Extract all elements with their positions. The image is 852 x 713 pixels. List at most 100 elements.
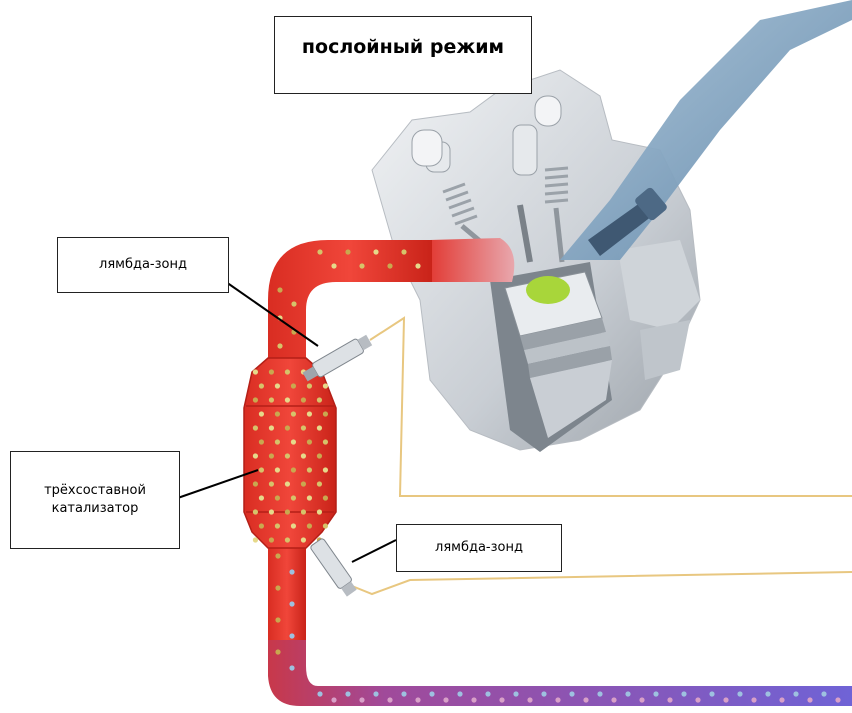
lambda-sensor-lower-label: лямбда-зонд — [396, 524, 562, 572]
particle — [317, 453, 322, 458]
particle — [275, 523, 280, 528]
lambda-sensor-upper-label: лямбда-зонд — [57, 237, 229, 293]
particle — [415, 263, 420, 268]
particle — [373, 691, 378, 696]
particle — [253, 397, 258, 402]
particle — [307, 523, 312, 528]
particle — [289, 633, 294, 638]
catalytic-converter-label: трёхсоставной катализатор — [10, 451, 180, 549]
particle — [285, 509, 290, 514]
particle — [289, 665, 294, 670]
page-title: послойный режим — [274, 16, 532, 94]
particle — [569, 691, 574, 696]
particle — [301, 453, 306, 458]
particle — [779, 697, 784, 702]
particle — [737, 691, 742, 696]
particle — [253, 537, 258, 542]
particle — [285, 537, 290, 542]
particle — [723, 697, 728, 702]
particle — [429, 691, 434, 696]
particle — [285, 481, 290, 486]
particle — [765, 691, 770, 696]
particle — [301, 425, 306, 430]
particle — [307, 411, 312, 416]
particle — [653, 691, 658, 696]
particle — [597, 691, 602, 696]
particle — [289, 601, 294, 606]
particle — [323, 439, 328, 444]
particle — [667, 697, 672, 702]
particle — [317, 249, 322, 254]
particle — [253, 481, 258, 486]
particle — [611, 697, 616, 702]
particle — [291, 411, 296, 416]
particle — [269, 537, 274, 542]
particle — [415, 697, 420, 702]
particle — [359, 263, 364, 268]
particle — [387, 697, 392, 702]
particle — [291, 439, 296, 444]
particle — [751, 697, 756, 702]
particle — [359, 697, 364, 702]
particle — [471, 697, 476, 702]
catalytic-converter — [244, 358, 336, 548]
particle — [323, 467, 328, 472]
particle — [269, 481, 274, 486]
lambda-sensor-lower — [310, 538, 359, 598]
particle — [625, 691, 630, 696]
particle — [259, 439, 264, 444]
particle — [821, 691, 826, 696]
particle — [401, 249, 406, 254]
particle — [331, 263, 336, 268]
particle — [373, 249, 378, 254]
particle — [499, 697, 504, 702]
particle — [323, 523, 328, 528]
particle — [583, 697, 588, 702]
particle — [275, 553, 280, 558]
particle — [485, 691, 490, 696]
particle — [285, 453, 290, 458]
particle — [277, 287, 282, 292]
particle — [307, 439, 312, 444]
particle — [323, 383, 328, 388]
particle — [555, 697, 560, 702]
particle — [317, 425, 322, 430]
particle — [275, 383, 280, 388]
particle — [259, 467, 264, 472]
particle — [291, 467, 296, 472]
particle — [291, 523, 296, 528]
particle — [285, 369, 290, 374]
particle — [301, 481, 306, 486]
particle — [275, 411, 280, 416]
particle — [709, 691, 714, 696]
particle — [275, 467, 280, 472]
particle — [527, 697, 532, 702]
particle — [317, 481, 322, 486]
particle — [443, 697, 448, 702]
particle — [345, 691, 350, 696]
particle — [301, 537, 306, 542]
particle — [269, 369, 274, 374]
particle — [275, 649, 280, 654]
exhaust-port — [430, 238, 514, 282]
particle — [253, 369, 258, 374]
particle — [317, 509, 322, 514]
particle — [307, 495, 312, 500]
particle — [307, 467, 312, 472]
particle — [275, 585, 280, 590]
particle — [345, 249, 350, 254]
particle — [291, 495, 296, 500]
particle — [639, 697, 644, 702]
particle — [291, 301, 296, 306]
particle — [285, 397, 290, 402]
particle — [317, 397, 322, 402]
particle — [253, 425, 258, 430]
particle — [277, 343, 282, 348]
particle — [681, 691, 686, 696]
particle — [301, 509, 306, 514]
particle — [275, 439, 280, 444]
particle — [541, 691, 546, 696]
particle — [307, 383, 312, 388]
particle — [457, 691, 462, 696]
